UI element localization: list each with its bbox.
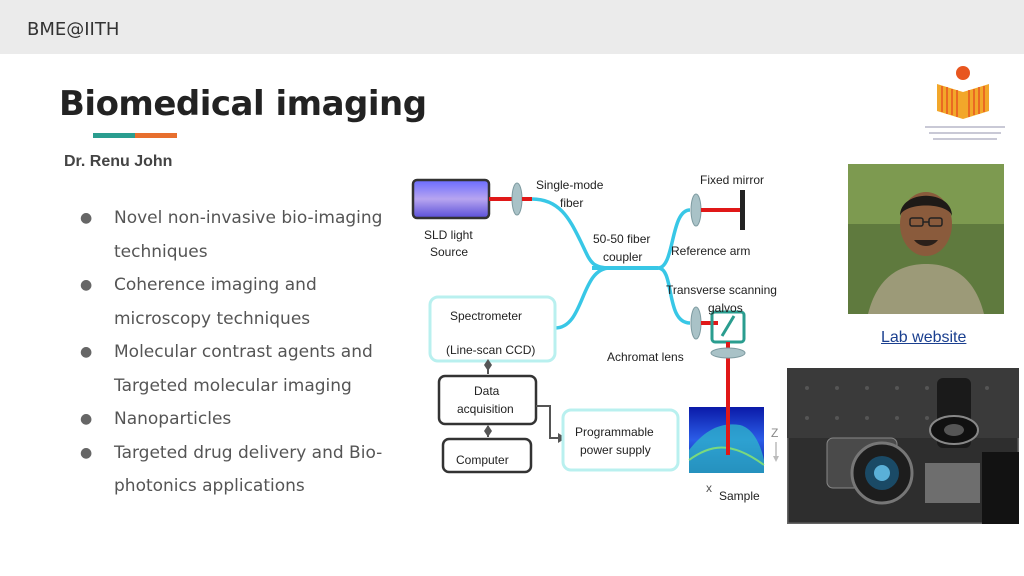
bullet-icon: ●: [80, 277, 93, 293]
fixed-mirror-label: Fixed mirror: [700, 173, 764, 187]
computer-box: [441, 437, 533, 474]
list-item: ●Novel non-invasive bio-imaging: [80, 202, 400, 236]
galvo-mirror-line: [720, 315, 736, 337]
lab-website-link[interactable]: Lab website: [881, 329, 967, 346]
double-arrow-icon: [484, 425, 492, 437]
list-item: photonics applications: [114, 476, 305, 496]
data-acquisition-box: [437, 374, 538, 426]
daq-label: Data: [474, 384, 500, 398]
research-list: ●Novel non-invasive bio-imaging techniqu…: [80, 202, 400, 504]
accent-bar-teal: [93, 133, 135, 138]
fixed-mirror-icon: [740, 190, 745, 230]
lens-icon: [511, 182, 523, 216]
spectrometer-box: [428, 295, 557, 363]
accent-bar-orange: [135, 133, 177, 138]
power-supply-label: power supply: [580, 443, 651, 457]
galvos-label: Transverse scanning: [666, 283, 777, 297]
coupler-label: 50-50 fiber: [593, 232, 650, 246]
sld-label: SLD light: [424, 228, 473, 242]
sld-source-box: [411, 178, 491, 220]
galvos-label: galvos: [708, 301, 743, 315]
power-supply-label: Programmable: [575, 425, 654, 439]
spectrometer-label: (Line-scan CCD): [446, 343, 535, 357]
list-item: ●Nanoparticles: [80, 403, 400, 437]
list-item: techniques: [114, 241, 208, 262]
fiber-path: [657, 208, 691, 270]
list-item: ●Targeted drug delivery and Bio-: [80, 437, 400, 471]
portrait-photo: [848, 164, 1004, 314]
sample-tissue-layer: [688, 446, 765, 466]
achromat-lens-icon: [710, 347, 746, 359]
reference-arm-label: Reference arm: [671, 244, 750, 258]
header-bar: BME@IITH: [0, 0, 1024, 54]
fiber-label: fiber: [560, 196, 583, 210]
achromat-label: Achromat lens: [607, 350, 684, 364]
fiber-path: [531, 197, 611, 270]
bullet-icon: ●: [80, 344, 93, 360]
oct-setup-diagram: SLD light Source Single-mode fiber Fixed…: [411, 173, 779, 503]
institute-logo: [925, 66, 1005, 140]
spectrometer-label: Spectrometer: [450, 309, 522, 323]
list-item: ●Molecular contrast agents and: [80, 336, 400, 370]
fiber-path: [554, 266, 611, 330]
axis-x-label: x: [706, 481, 712, 495]
lens-icon: [690, 193, 702, 227]
bullet-icon: ●: [80, 444, 93, 461]
connector-line: [536, 405, 558, 439]
list-item: Targeted molecular imaging: [114, 375, 352, 396]
sample-label: Sample: [719, 489, 760, 503]
fiber-label: Single-mode: [536, 178, 604, 192]
axis-z-label: Z: [771, 426, 778, 440]
coupler-label: coupler: [603, 250, 642, 264]
list-item: ●Coherence imaging and: [80, 269, 400, 303]
arrow-down-icon: [773, 456, 779, 462]
daq-label: acquisition: [457, 402, 514, 416]
brand-label: BME@IITH: [27, 19, 120, 40]
double-arrow-icon: [484, 359, 492, 371]
sld-label: Source: [430, 245, 468, 259]
slide-title: Biomedical imaging: [59, 84, 427, 124]
author-name: Dr. Renu John: [64, 153, 173, 170]
list-item: microscopy techniques: [114, 308, 311, 329]
power-supply-box: [561, 408, 680, 472]
computer-label: Computer: [456, 453, 509, 467]
bullet-icon: ●: [80, 210, 93, 226]
lab-setup-photo: [787, 368, 1019, 524]
lens-icon: [690, 306, 702, 340]
bullet-icon: ●: [80, 411, 93, 427]
fiber-path: [657, 266, 691, 325]
